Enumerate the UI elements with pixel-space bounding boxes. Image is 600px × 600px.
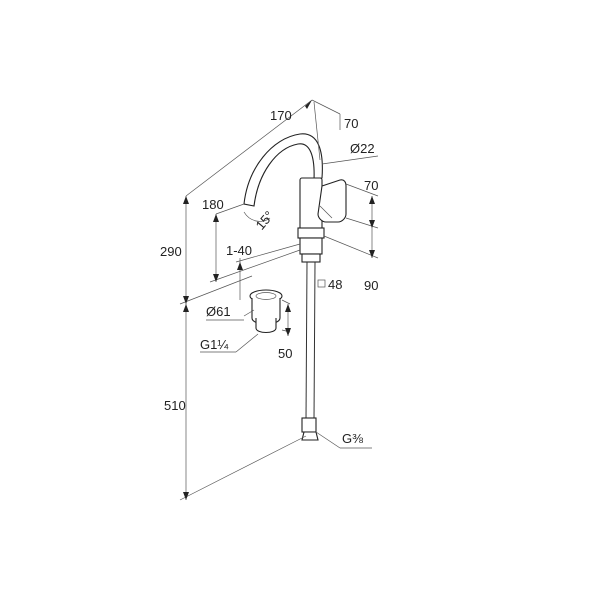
label-deck-thickness: 1-40: [226, 243, 252, 258]
square-symbol: [317, 279, 326, 288]
label-swivel-angle: 15°: [253, 208, 277, 233]
deck-nut: [299, 237, 323, 255]
label-spout-reach: 170: [270, 108, 292, 123]
label-total-height: 290: [160, 244, 182, 259]
arrowheads: [183, 100, 375, 500]
label-drain-thread: G1¼: [200, 337, 228, 352]
label-drain-height: 50: [278, 346, 292, 361]
label-drain-diameter: Ø61: [206, 304, 231, 319]
supply-hose: [301, 261, 319, 441]
label-top-depth: 70: [344, 116, 358, 131]
faucet-body: [243, 133, 347, 263]
base-ring: [297, 227, 325, 239]
label-hose-thread: G⅜: [342, 431, 363, 446]
label-spout-diameter: Ø22: [350, 141, 375, 156]
label-hose-length: 510: [164, 398, 186, 413]
label-base-height: 90: [364, 278, 378, 293]
label-base-square: 48: [328, 277, 342, 292]
label-handle-height: 70: [364, 178, 378, 193]
lever-handle: [317, 179, 347, 223]
faucet-column: [299, 177, 323, 231]
label-aerator-height: 180: [202, 197, 224, 212]
spout: [243, 133, 323, 207]
drain-waste: [249, 289, 283, 334]
